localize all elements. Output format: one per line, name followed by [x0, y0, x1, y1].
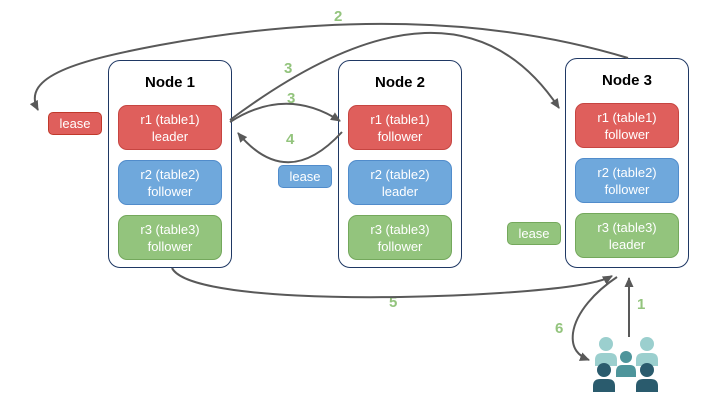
lease-badge-red: lease: [48, 112, 102, 135]
replica-role: follower: [147, 238, 193, 254]
lease-badge-green: lease: [507, 222, 561, 245]
replica-name: r3 (table3): [597, 219, 657, 235]
node-3-replica-r2: r2 (table2) follower: [575, 158, 679, 203]
node-3-replica-r3: r3 (table3) leader: [575, 213, 679, 258]
replica-name: r3 (table3): [370, 221, 430, 237]
replica-name: r2 (table2): [370, 166, 430, 182]
step-label-2: 2: [334, 8, 343, 25]
node-1-replica-r2: r2 (table2) follower: [118, 160, 222, 205]
node-1: Node 1 r1 (table1) leader r2 (table2) fo…: [108, 60, 232, 268]
replica-name: r1 (table1): [140, 111, 200, 127]
step-label-6: 6: [555, 320, 564, 337]
node-2: Node 2 r1 (table1) follower r2 (table2) …: [338, 60, 462, 268]
replica-role: follower: [604, 181, 650, 197]
step-label-1: 1: [637, 296, 646, 313]
node-2-replica-r1: r1 (table1) follower: [348, 105, 452, 150]
node-1-title: Node 1: [144, 74, 195, 91]
node-2-replica-r2: r2 (table2) leader: [348, 160, 452, 205]
step-label-3b: 3: [287, 90, 296, 107]
step-label-3a: 3: [284, 60, 293, 77]
replica-name: r1 (table1): [370, 111, 430, 127]
replica-role: follower: [377, 128, 423, 144]
node-3-replica-r1: r1 (table1) follower: [575, 103, 679, 148]
users-icon: [593, 337, 658, 392]
replica-role: leader: [608, 236, 646, 252]
node-1-replica-r3: r3 (table3) follower: [118, 215, 222, 260]
step-label-4: 4: [286, 131, 295, 148]
node-1-replica-r1: r1 (table1) leader: [118, 105, 222, 150]
arrow-step6-node3-to-client: [571, 276, 618, 361]
replica-role: leader: [381, 183, 419, 199]
node-2-title: Node 2: [374, 74, 425, 91]
node-2-replica-r3: r3 (table3) follower: [348, 215, 452, 260]
lease-badge-blue: lease: [278, 165, 332, 188]
replica-role: leader: [151, 128, 189, 144]
replica-name: r2 (table2): [140, 166, 200, 182]
node-3-title: Node 3: [601, 72, 652, 89]
step-label-5: 5: [389, 294, 398, 311]
replica-role: follower: [147, 183, 193, 199]
replica-name: r2 (table2): [597, 164, 657, 180]
replica-name: r3 (table3): [140, 221, 200, 237]
replica-role: follower: [604, 126, 650, 142]
node-3: Node 3 r1 (table1) follower r2 (table2) …: [565, 58, 689, 268]
replica-name: r1 (table1): [597, 109, 657, 125]
arrow-step5-node1-to-node3: [171, 267, 613, 299]
replica-role: follower: [377, 238, 423, 254]
arrow-step3-leader-to-node2: [229, 102, 341, 123]
